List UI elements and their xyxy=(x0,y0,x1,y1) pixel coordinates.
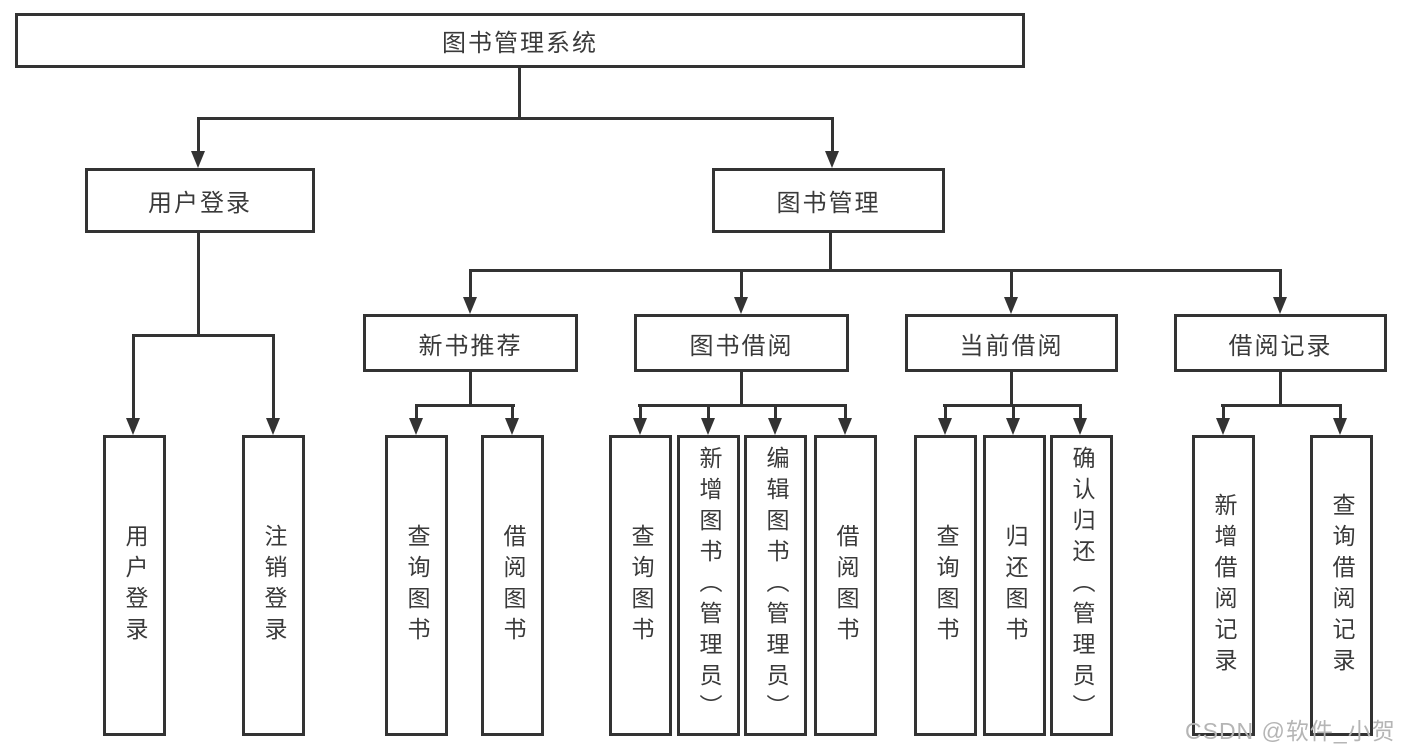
node-book-borrow: 图书借阅 xyxy=(634,314,849,372)
connector-vline xyxy=(469,269,472,299)
leaf-logout-label: 注销登录 xyxy=(261,523,287,648)
arrowhead-down-icon xyxy=(701,418,715,435)
leaf-add-book-label: 新增图书（管理员） xyxy=(696,446,722,725)
leaf-borrow-book-1: 借阅图书 xyxy=(481,435,544,736)
connector-vline xyxy=(1279,269,1282,299)
node-new-book-recommend-label: 新书推荐 xyxy=(418,332,523,360)
arrowhead-down-icon xyxy=(768,418,782,435)
node-new-book-recommend: 新书推荐 xyxy=(363,314,578,372)
arrowhead-down-icon xyxy=(1333,418,1347,435)
connector-vline xyxy=(197,117,200,153)
leaf-borrow-book-2: 借阅图书 xyxy=(814,435,877,736)
connector-hline xyxy=(132,334,275,337)
connector-vline xyxy=(829,231,832,272)
connector-vline xyxy=(1339,404,1342,420)
connector-vline xyxy=(944,404,947,420)
arrowhead-down-icon xyxy=(126,418,140,435)
connector-vline xyxy=(469,370,472,407)
leaf-borrow-book-1-label: 借阅图书 xyxy=(500,523,526,648)
watermark: CSDN @软件_小贺同学 xyxy=(1185,718,1396,744)
connector-hline xyxy=(197,117,834,120)
arrowhead-down-icon xyxy=(1006,418,1020,435)
connector-vline xyxy=(831,117,834,153)
arrowhead-down-icon xyxy=(825,151,839,168)
arrowhead-down-icon xyxy=(838,418,852,435)
leaf-borrow-book-2-label: 借阅图书 xyxy=(833,523,859,648)
arrowhead-down-icon xyxy=(1004,297,1018,314)
arrowhead-down-icon xyxy=(1273,297,1287,314)
arrowhead-down-icon xyxy=(1073,418,1087,435)
leaf-add-borrow-record: 新增借阅记录 xyxy=(1192,435,1255,736)
node-book-management: 图书管理 xyxy=(712,168,945,233)
node-root: 图书管理系统 xyxy=(15,13,1025,68)
connector-vline xyxy=(1279,370,1282,407)
connector-vline xyxy=(740,370,743,407)
leaf-user-login-label: 用户登录 xyxy=(122,523,148,648)
node-root-label: 图书管理系统 xyxy=(442,30,598,57)
arrowhead-down-icon xyxy=(938,418,952,435)
leaf-query-book-2-label: 查询图书 xyxy=(628,523,654,648)
leaf-edit-book-label: 编辑图书（管理员） xyxy=(763,446,789,725)
connector-vline xyxy=(1010,370,1013,407)
connector-vline xyxy=(132,334,135,420)
leaf-query-book-2: 查询图书 xyxy=(609,435,672,736)
connector-vline xyxy=(844,404,847,420)
node-user-login: 用户登录 xyxy=(85,168,315,233)
node-current-borrow: 当前借阅 xyxy=(905,314,1118,372)
leaf-confirm-return-label: 确认归还（管理员） xyxy=(1069,446,1095,725)
node-borrow-record: 借阅记录 xyxy=(1174,314,1387,372)
connector-vline xyxy=(639,404,642,420)
arrowhead-down-icon xyxy=(505,418,519,435)
connector-vline xyxy=(707,404,710,420)
connector-vline xyxy=(272,334,275,420)
connector-vline xyxy=(1222,404,1225,420)
arrowhead-down-icon xyxy=(409,418,423,435)
arrowhead-down-icon xyxy=(191,151,205,168)
connector-vline xyxy=(1079,404,1082,420)
leaf-query-book-3: 查询图书 xyxy=(914,435,977,736)
connector-hline xyxy=(469,269,1282,272)
connector-hline xyxy=(415,404,515,407)
leaf-query-borrow-record: 查询借阅记录 xyxy=(1310,435,1373,736)
leaf-logout: 注销登录 xyxy=(242,435,305,736)
leaf-return-book-label: 归还图书 xyxy=(1002,523,1028,648)
arrowhead-down-icon xyxy=(1216,418,1230,435)
connector-vline xyxy=(774,404,777,420)
connector-vline xyxy=(1010,269,1013,299)
leaf-confirm-return: 确认归还（管理员） xyxy=(1050,435,1113,736)
leaf-return-book: 归还图书 xyxy=(983,435,1046,736)
connector-hline xyxy=(1221,404,1342,407)
node-borrow-record-label: 借阅记录 xyxy=(1228,332,1333,360)
node-book-borrow-label: 图书借阅 xyxy=(689,332,794,360)
connector-hline xyxy=(638,404,847,407)
leaf-query-borrow-record-label: 查询借阅记录 xyxy=(1329,492,1355,679)
leaf-query-book-1: 查询图书 xyxy=(385,435,448,736)
arrowhead-down-icon xyxy=(734,297,748,314)
leaf-user-login: 用户登录 xyxy=(103,435,166,736)
arrowhead-down-icon xyxy=(633,418,647,435)
leaf-query-book-1-label: 查询图书 xyxy=(404,523,430,648)
arrowhead-down-icon xyxy=(266,418,280,435)
connector-vline xyxy=(511,404,514,420)
arrowhead-down-icon xyxy=(463,297,477,314)
connector-vline xyxy=(415,404,418,420)
leaf-query-book-3-label: 查询图书 xyxy=(933,523,959,648)
connector-vline xyxy=(740,269,743,299)
leaf-add-book: 新增图书（管理员） xyxy=(677,435,740,736)
node-book-management-label: 图书管理 xyxy=(776,190,881,217)
node-user-login-label: 用户登录 xyxy=(148,190,252,217)
connector-vline xyxy=(518,66,521,120)
leaf-add-borrow-record-label: 新增借阅记录 xyxy=(1211,492,1237,679)
leaf-edit-book: 编辑图书（管理员） xyxy=(744,435,807,736)
node-current-borrow-label: 当前借阅 xyxy=(959,332,1064,360)
connector-vline xyxy=(1012,404,1015,420)
connector-vline xyxy=(197,231,200,336)
